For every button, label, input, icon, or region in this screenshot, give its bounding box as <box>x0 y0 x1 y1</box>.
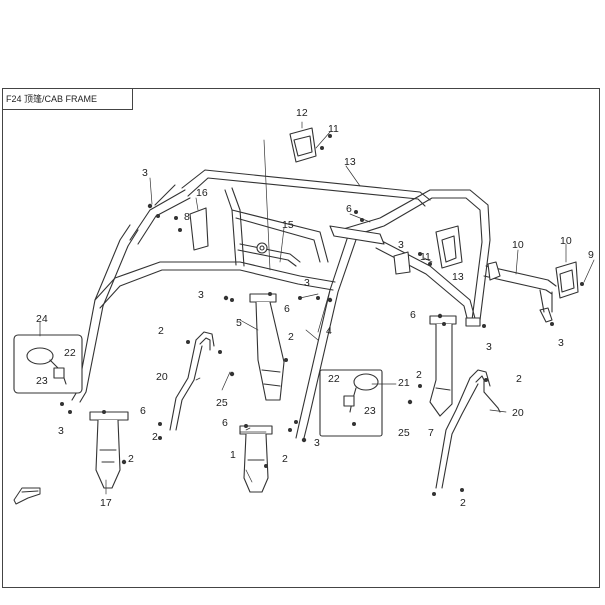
detail-box-21 <box>319 369 383 437</box>
callout-numbers: 12 11 13 3 16 8 6 15 3 10 10 9 11 13 3 3… <box>36 107 594 509</box>
callout-label: 6 <box>222 417 228 429</box>
callout-label: 25 <box>216 397 228 409</box>
callout-label: 3 <box>304 277 310 289</box>
callout-label: 3 <box>398 239 404 251</box>
callout-label: 6 <box>140 405 146 417</box>
callout-label: 3 <box>142 167 148 179</box>
callout-label: 25 <box>398 427 410 439</box>
callout-label: 6 <box>410 309 416 321</box>
callout-label: 24 <box>36 313 48 325</box>
front-arrow-icon <box>13 487 41 505</box>
detail-box-24 <box>13 334 83 394</box>
callout-label: 23 <box>364 405 376 417</box>
callout-label: 2 <box>152 431 158 443</box>
callout-label: 11 <box>328 123 339 135</box>
grab-handles <box>169 331 501 489</box>
callout-label: 5 <box>236 317 242 329</box>
callout-label: 3 <box>58 425 64 437</box>
callout-label: 13 <box>452 271 464 283</box>
leader-lines <box>39 121 595 495</box>
callout-label: 4 <box>326 325 332 337</box>
callout-label: 8 <box>184 211 190 223</box>
callout-label: 12 <box>296 107 308 119</box>
callout-label: 20 <box>156 371 168 383</box>
callout-label: 16 <box>196 187 208 199</box>
callout-label: 2 <box>128 453 134 465</box>
callout-label: 17 <box>100 497 112 509</box>
callout-label: 2 <box>158 325 164 337</box>
callout-label: 9 <box>588 249 594 261</box>
callout-label: 23 <box>36 375 48 387</box>
diagram-title: F24 顶篷/CAB FRAME <box>6 94 98 104</box>
roll-cage-tubes <box>71 169 491 439</box>
callout-label: 2 <box>416 369 422 381</box>
callout-label: 3 <box>486 341 492 353</box>
callout-label: 2 <box>516 373 522 385</box>
title-box <box>2 88 133 110</box>
callout-label: 11 <box>420 251 431 263</box>
callout-label: 22 <box>328 373 340 385</box>
callout-label: 15 <box>282 219 294 231</box>
rear-cross-member <box>237 225 385 267</box>
callout-label: 10 <box>512 239 524 251</box>
callout-label: 2 <box>460 497 466 509</box>
callout-label: 6 <box>284 303 290 315</box>
side-arm-bracket <box>483 261 557 323</box>
callout-label: 7 <box>428 427 434 439</box>
callout-label: 2 <box>282 453 288 465</box>
callout-label: 13 <box>344 156 356 168</box>
callout-label: 2 <box>288 331 294 343</box>
callout-label: 21 <box>398 377 410 389</box>
callout-label: 10 <box>560 235 572 247</box>
fasteners <box>60 134 584 496</box>
diagram-frame <box>2 88 600 588</box>
callout-label: 1 <box>230 449 236 461</box>
callout-label: 3 <box>558 337 564 349</box>
callout-label: 20 <box>512 407 524 419</box>
callout-label: 3 <box>198 289 204 301</box>
callout-label: 6 <box>346 203 352 215</box>
callout-label: 3 <box>314 437 320 449</box>
mirror-brackets <box>189 127 579 299</box>
callout-label: 22 <box>64 347 76 359</box>
